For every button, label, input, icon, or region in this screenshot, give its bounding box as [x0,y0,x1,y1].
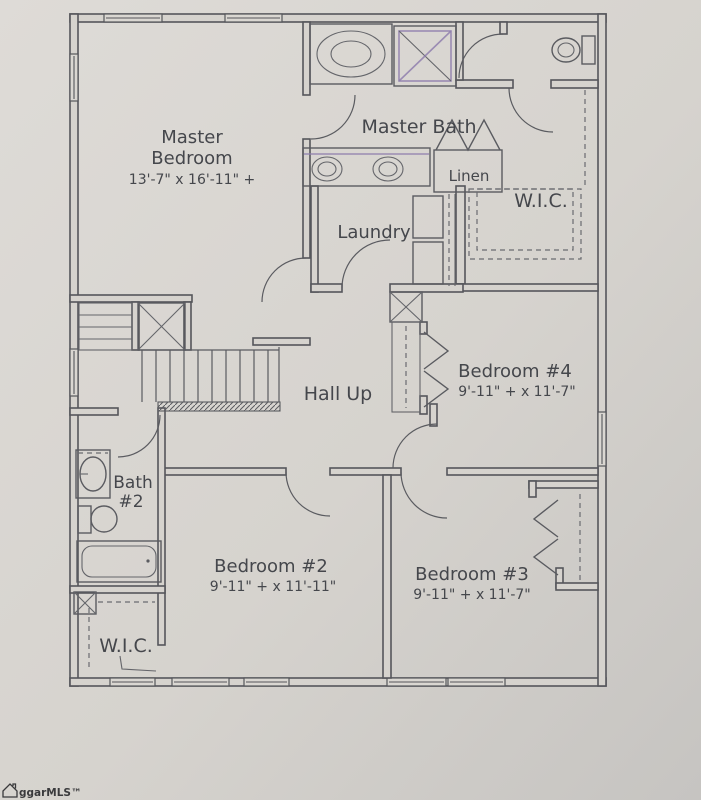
door-swings [117,33,554,519]
room-labels: Master Bedroom 13'-7" x 16'-11" + Master… [99,116,576,657]
wall-segment [419,321,428,335]
window-symbol [447,677,506,687]
room-label-bedroom2: Bedroom #2 [214,556,328,577]
room-label-bath2-2: #2 [118,492,143,512]
stair-treads [138,347,280,402]
mls-watermark: ggarMLS™ [2,783,82,799]
bifold-door-icon [532,499,559,576]
window-symbol [597,411,607,467]
wall-segment [597,13,607,687]
door-arc [285,471,331,517]
window-symbol [386,677,447,687]
window-symbol [243,677,290,687]
bath2-vanity-sink-icon [75,449,111,499]
wall-segment [528,480,537,498]
room-dims-master-bedroom: 13'-7" x 16'-11" + [129,172,255,188]
room-label-bath2: Bath [113,473,153,493]
wall-segment [528,480,599,489]
chase-x-box [73,591,97,615]
toilet-icon [551,35,596,65]
room-label-wic-upper: W.I.C. [514,190,568,212]
label-leader-line [119,655,157,672]
window-symbol [69,348,79,397]
window-symbol [69,53,79,102]
watermark-text: ggarMLS™ [19,787,82,799]
door-arc [117,414,161,458]
wall-segment [302,138,311,259]
wall-segment [382,474,392,679]
wall-segment [550,79,599,89]
wall-segment [499,21,508,35]
wall-segment [389,283,464,293]
house-icon [2,783,18,798]
wall-segment [310,283,343,293]
bedroom3-closet [532,494,581,580]
wall-segment [446,467,599,476]
lower-wic-details [73,591,157,672]
room-label-master-bath: Master Bath [361,116,476,138]
door-arc [261,257,307,303]
windows [69,13,607,687]
room-label-bedroom3: Bedroom #3 [415,564,529,585]
wall-segment [69,294,193,303]
room-label-wic-lower: W.I.C. [99,635,153,657]
wall-segment [310,185,319,293]
wall-segment [157,407,166,646]
bifold-door-icon [423,331,450,408]
bifold-door-icon [435,118,501,152]
master-vanity-sinks-icon [302,147,431,187]
room-label-linen: Linen [449,167,490,185]
wall-segment [455,185,466,285]
wall-segment [252,337,311,346]
window-symbol [103,13,163,23]
wall-segment [455,79,514,89]
room-dims-bedroom4: 9'-11" + x 11'-7" [458,384,576,400]
staircase [78,302,281,412]
window-symbol [109,677,156,687]
door-arc [341,239,391,289]
master-tub-icon [309,23,393,85]
wall-segment [69,585,166,594]
linen-closet [433,118,503,193]
wall-segment [302,21,311,96]
bathtub-icon [76,540,162,583]
door-arc [458,33,504,79]
door-arc [508,87,554,133]
toilet-icon [77,505,118,534]
door-arc [400,471,448,519]
room-label-laundry: Laundry [337,222,411,243]
wall-segment [69,407,119,416]
room-label-master-bedroom: Master [161,127,223,148]
door-arc [310,94,356,140]
stair-railing-hatch [157,401,281,412]
wall-segment [429,403,438,427]
wall-segment [329,467,402,476]
bedroom4-closet [391,321,450,413]
room-dims-bedroom3: 9'-11" + x 11'-7" [413,587,531,603]
room-label-hall-up: Hall Up [304,383,373,405]
room-label-bedroom4: Bedroom #4 [458,361,572,382]
door-arc [392,423,438,469]
window-symbol [224,13,283,23]
room-dims-bedroom2: 9'-11" + x 11'-11" [210,579,336,595]
shower-icon [393,25,457,87]
wic-shelving-dashed [468,90,586,260]
window-symbol [171,677,230,687]
wall-segment [455,283,599,292]
wall-segment [555,582,599,591]
interior-walls [69,21,599,679]
wall-segment [162,467,287,476]
room-label-master-bedroom-2: Bedroom [151,148,232,169]
washer-dryer-icon [412,194,456,286]
